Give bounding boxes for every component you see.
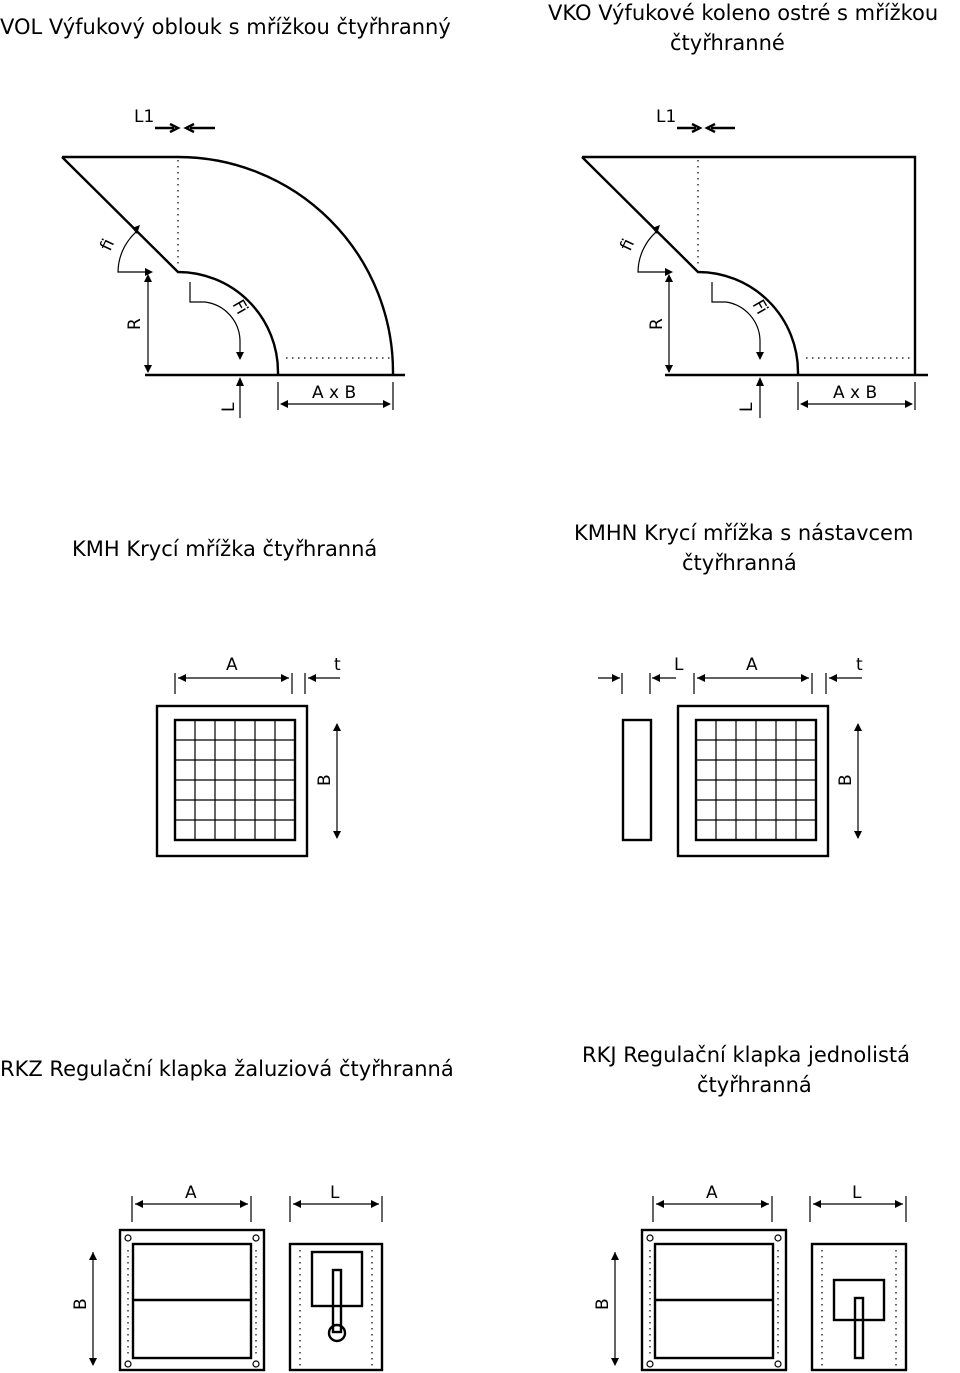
kmh-title: KMH Krycí mřížka čtyřhranná bbox=[72, 537, 377, 561]
rkz-bolt-tl bbox=[124, 1234, 132, 1242]
rkz-front-flange bbox=[118, 1228, 266, 1372]
rkz-actuator-lever bbox=[331, 1268, 343, 1334]
vko-l1-arrow-right bbox=[704, 122, 735, 134]
rkz-actuator-housing bbox=[310, 1250, 364, 1308]
vko-title-line1: VKO Výfukové koleno ostré s mřížkou bbox=[548, 1, 938, 25]
vol-r-label: R bbox=[125, 318, 145, 330]
kmh-b-label: B bbox=[315, 774, 335, 786]
rkz-actuator-knob bbox=[327, 1323, 347, 1343]
vko-l1-arrow-left bbox=[677, 122, 703, 134]
rkj-bolt-tr bbox=[774, 1234, 782, 1242]
kmh-frame bbox=[155, 704, 309, 858]
vko-r-label: R bbox=[647, 318, 667, 330]
rkz-title: RKZ Regulační klapka žaluziová čtyřhrann… bbox=[0, 1057, 454, 1081]
rkj-l-label: L bbox=[852, 1183, 862, 1203]
rkz-b-label: B bbox=[71, 1298, 91, 1310]
rkz-bolt-tr bbox=[252, 1234, 260, 1242]
vko-l1-label: L1 bbox=[656, 107, 676, 127]
rkj-side-body bbox=[810, 1242, 908, 1372]
kmh-grid bbox=[173, 718, 297, 842]
vol-l1-arrow-left bbox=[155, 122, 181, 134]
vol-fi-upper-label: fi bbox=[96, 236, 119, 254]
kmhn-panel: KMHN Krycí mřížka s nástavcem čtyřhranná… bbox=[574, 521, 913, 858]
vko-fi-lower-arc bbox=[711, 282, 761, 355]
vko-fi-upper-label: fi bbox=[616, 236, 639, 254]
vol-l1-label: L1 bbox=[134, 107, 154, 127]
rkj-b-label: B bbox=[593, 1298, 613, 1310]
kmhn-t-label: t bbox=[856, 655, 863, 675]
vol-panel: VOL Výfukový oblouk s mřížkou čtyřhranný… bbox=[0, 15, 451, 418]
rkj-title-line1: RKJ Regulační klapka jednolistá bbox=[582, 1043, 910, 1067]
vol-l-label: L bbox=[219, 402, 239, 412]
vko-axb-label: A x B bbox=[833, 383, 877, 403]
vol-elbow-outline bbox=[61, 155, 395, 375]
kmhn-l-label: L bbox=[674, 655, 684, 675]
rkz-side-body bbox=[288, 1242, 384, 1372]
vko-title-line2: čtyřhranné bbox=[670, 31, 785, 55]
kmhn-grid bbox=[694, 718, 818, 842]
rkz-a-label: A bbox=[185, 1183, 197, 1203]
vol-fi-upper-arc bbox=[117, 231, 145, 273]
rkj-panel: RKJ Regulační klapka jednolistá čtyřhran… bbox=[582, 1043, 910, 1372]
kmhn-title-line1: KMHN Krycí mřížka s nástavcem bbox=[574, 521, 913, 545]
kmh-a-label: A bbox=[226, 655, 238, 675]
rkj-a-label: A bbox=[706, 1183, 718, 1203]
vol-axb-label: A x B bbox=[312, 383, 356, 403]
rkj-bolt-tl bbox=[646, 1234, 654, 1242]
kmh-panel: KMH Krycí mřížka čtyřhranná A t B bbox=[72, 537, 377, 858]
kmh-t-label: t bbox=[334, 655, 341, 675]
kmhn-frame bbox=[676, 704, 830, 858]
rkz-l-label: L bbox=[330, 1183, 340, 1203]
kmhn-b-label: B bbox=[836, 774, 856, 786]
rkj-front-flange bbox=[640, 1228, 788, 1372]
rkj-bolt-bl bbox=[646, 1360, 654, 1368]
vol-fi-lower-arc bbox=[189, 282, 241, 355]
rkz-bolt-bl bbox=[124, 1360, 132, 1368]
rkj-actuator-housing bbox=[832, 1278, 886, 1322]
rkj-title-line2: čtyřhranná bbox=[697, 1073, 812, 1097]
vko-panel: VKO Výfukové koleno ostré s mřížkou čtyř… bbox=[548, 1, 938, 418]
vol-l1-arrow-right bbox=[183, 122, 215, 134]
rkz-panel: RKZ Regulační klapka žaluziová čtyřhrann… bbox=[0, 1057, 454, 1372]
vko-fi-upper-arc bbox=[637, 231, 665, 273]
rkz-bolt-br bbox=[252, 1360, 260, 1368]
rkj-actuator-lever bbox=[853, 1296, 865, 1360]
vol-title: VOL Výfukový oblouk s mřížkou čtyřhranný bbox=[0, 15, 451, 39]
rkj-bolt-br bbox=[774, 1360, 782, 1368]
kmhn-title-line2: čtyřhranná bbox=[682, 551, 797, 575]
kmhn-extension-collar bbox=[621, 718, 653, 842]
vko-l-label: L bbox=[737, 402, 757, 412]
kmhn-a-label: A bbox=[746, 655, 758, 675]
vko-elbow-outline bbox=[581, 155, 917, 375]
